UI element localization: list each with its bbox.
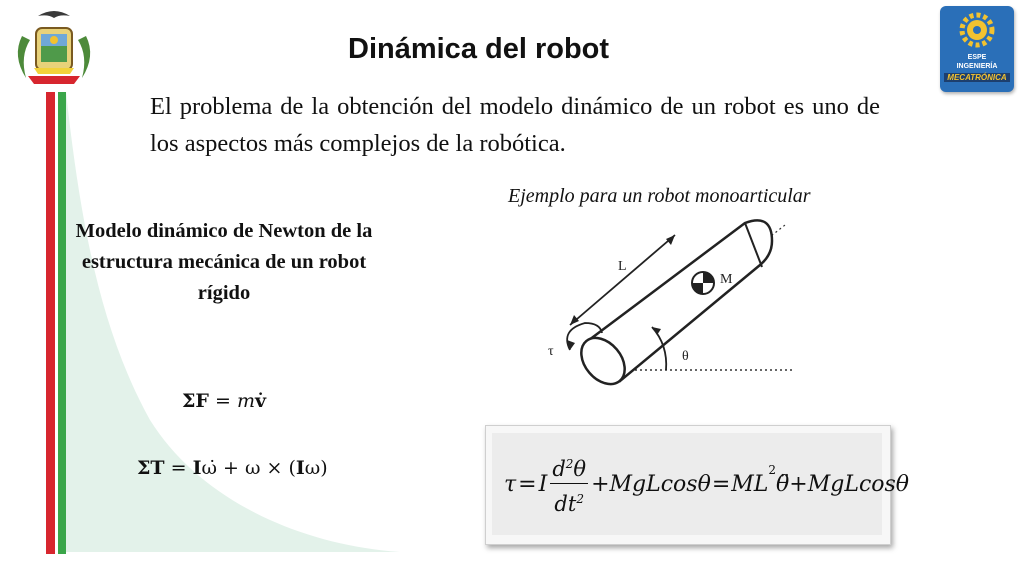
left-decoration [66,92,400,552]
cross-term: + ω × ( [216,457,296,479]
length-label: L [618,259,627,274]
force-equation: ΣF = mv̇ [182,390,266,412]
torque-sum: ΣT [137,457,165,479]
force-sum: ΣF [182,390,209,412]
logo-line-1: ESPE [967,54,987,61]
angle-label: θ [682,349,689,364]
angular-accel: ω̇ [201,457,217,479]
gravity-term-2: MgLcosθ [807,471,910,497]
monoarticular-robot-figure: M L τ θ [548,219,795,386]
white-stripe [55,92,58,554]
plus-2: + [789,471,808,497]
acceleration-symbol: v̇ [254,390,267,412]
close-paren: ) [320,457,328,479]
tau-symbol: τ [504,471,517,497]
slide-title: Dinámica del robot [348,33,610,65]
fraction-denominator: dt2 [554,491,584,516]
newton-model-heading: Modelo dinámico de Newton de la estructu… [75,220,373,304]
theta-ddot: θ̈ [776,471,790,497]
plus-1: + [591,471,610,497]
example-caption: Ejemplo para un robot monoarticular [508,185,811,207]
equals-1: = [518,471,537,497]
intro-paragraph: El problema de la obtención del modelo d… [150,93,880,157]
torque-equals: = [164,457,193,479]
mass-label: M [720,272,733,287]
ml-term: ML [731,471,769,497]
espe-mecatronica-logo: ESPE INGENIERÍA MECATRÓNICA [940,6,1014,92]
red-stripe [46,92,55,554]
logo-line-2: INGENIERÍA [956,63,998,70]
ml-exponent: 2 [768,463,777,477]
inertia-symbol-2: I [295,457,305,479]
torque-equation: ΣT = Iω̇ + ω × (Iω) [137,457,328,479]
gravity-term-1: MgLcosθ [609,471,711,497]
angular-velocity: ω [304,457,321,479]
coat-of-arms-logo [17,11,91,84]
gear-icon [959,12,995,48]
inertia-symbol: I [192,457,202,479]
torque-label: τ [548,344,554,359]
logo-line-3: MECATRÓNICA [944,73,1010,82]
mass-symbol: m [236,390,255,412]
green-stripe [58,92,66,554]
second-derivative-fraction: d2θ dt2 [550,450,589,519]
force-equals: = [208,390,237,412]
fraction-numerator: d2θ [550,450,589,484]
inertia-I: I [538,471,548,497]
equals-2: = [711,471,731,497]
